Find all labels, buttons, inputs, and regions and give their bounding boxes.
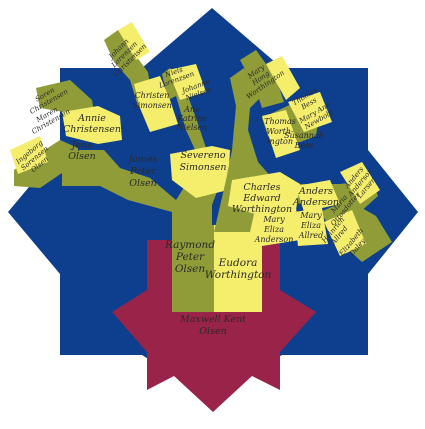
label-raymond-line2: Peter	[175, 251, 205, 263]
label-annie-line2: Christensen	[63, 124, 121, 135]
branch-right-top	[240, 50, 284, 108]
label-severeno-line2: Simonsen	[179, 162, 226, 173]
label-mel-line2: Eliza	[300, 221, 321, 230]
label-eudora-line2: Worthington	[205, 269, 272, 281]
patch-yellow-charles	[228, 172, 300, 216]
label-root-line2: Olsen	[199, 326, 226, 337]
patch-yellow-niels	[168, 64, 206, 100]
label-eudora-line1: Eudora	[218, 257, 258, 269]
label-eudora: Eudora Worthington	[205, 257, 272, 281]
label-annie: Annie Christensen	[63, 113, 121, 135]
label-mary-eliza-allred: Mary Eliza Allred	[298, 211, 324, 240]
patch-yellow-anders-larsen	[340, 162, 380, 204]
label-severeno-line1: Severeno	[180, 150, 225, 161]
trunk-yellow	[214, 225, 262, 312]
label-mel-line1: Mary	[299, 211, 322, 220]
label-mary-eliza-anderson: Mary Eliza Anderson	[254, 215, 294, 244]
patch-yellow-thomas	[262, 110, 300, 158]
label-christen: Christen Simonsen	[132, 91, 172, 110]
label-james: James Peter Olsen	[127, 154, 158, 189]
label-thomas-line2: Worth-	[266, 127, 294, 136]
branch-olive-main	[62, 150, 222, 232]
patch-yellow-anders	[296, 180, 340, 212]
label-charles: Charles Edward Worthington	[232, 182, 292, 215]
patch-yellow-christen	[134, 76, 178, 132]
label-jens-line1: Jens	[70, 140, 93, 151]
label-charles-line3: Worthington	[232, 204, 292, 215]
label-mea-line1: Mary	[262, 215, 285, 224]
label-anders: Anders Anderson	[292, 186, 339, 208]
patch-yellow-allred	[294, 208, 328, 246]
patch-yellow-top-left-leaf	[118, 22, 150, 60]
label-james-line3: Olsen	[129, 178, 156, 189]
label-anders-line1: Anders	[298, 186, 333, 197]
label-jens: Jens Olsen	[68, 140, 95, 162]
label-severeno: Severeno Simonsen	[179, 150, 226, 173]
trunk-olive	[172, 225, 214, 312]
branch-olive-left	[14, 140, 78, 188]
branch-olive-center	[162, 68, 206, 152]
label-jens-line2: Olsen	[68, 151, 95, 162]
label-james-line1: James	[127, 154, 158, 165]
patch-yellow-heinrich	[324, 210, 366, 256]
label-root-line1: Maxwell Kent	[179, 314, 246, 325]
label-christen-line1: Christen	[135, 91, 170, 100]
label-ane-katrine: Ane Katrine Nielsen	[176, 105, 208, 132]
patch-yellow-bess	[288, 92, 332, 132]
label-thomas-line1: Thomas	[264, 117, 296, 126]
label-anders-line2: Anderson	[292, 197, 339, 208]
patch-yellow-mary-anderson	[250, 208, 300, 246]
label-james-line2: Peter	[129, 166, 157, 177]
label-charles-line2: Edward	[242, 193, 280, 204]
label-susannah-line1: Susannah	[284, 131, 324, 140]
label-mel-line3: Allred	[298, 231, 324, 240]
label-ane-line1: Ane	[183, 105, 200, 114]
label-ane-line2: Katrine	[176, 114, 207, 123]
label-raymond-line3: Olsen	[175, 263, 206, 275]
patch-yellow-mary-worthington	[266, 56, 300, 100]
label-ane-line3: Nielsen	[176, 123, 208, 132]
label-root: Maxwell Kent Olsen	[179, 314, 246, 337]
label-mea-line3: Anderson	[254, 235, 294, 244]
label-thomas: Thomas Worth- ington	[264, 117, 296, 146]
label-raymond-line1: Raymond	[164, 239, 215, 251]
label-mea-line2: Eliza	[263, 225, 284, 234]
label-susannah-line2: Bess	[294, 141, 314, 150]
patch-yellow-olive-left	[10, 136, 48, 174]
label-susannah: Susannah Bess	[284, 131, 324, 150]
patch-yellow-severeno	[170, 146, 230, 198]
label-charles-line1: Charles	[243, 182, 280, 193]
patch-yellow-annie	[62, 106, 122, 144]
label-annie-line1: Annie	[77, 113, 106, 124]
label-raymond: Raymond Peter Olsen	[164, 239, 215, 275]
label-christen-line2: Simonsen	[132, 101, 172, 110]
maroon-star	[112, 240, 316, 412]
label-thomas-line3: ington	[267, 137, 293, 146]
